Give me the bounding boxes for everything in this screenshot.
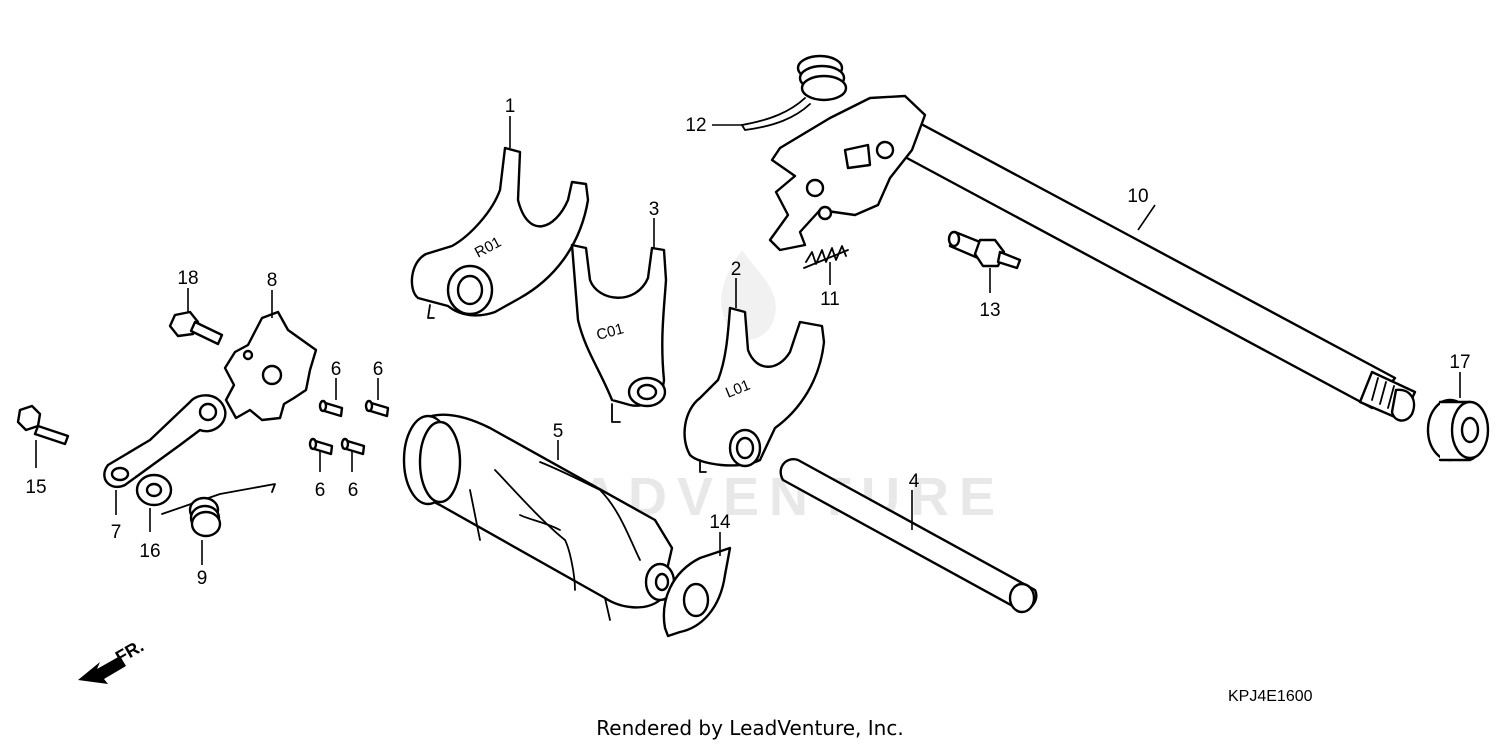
front-direction-arrow: FR. bbox=[78, 636, 147, 684]
diagram-code: KPJ4E1600 bbox=[1228, 688, 1313, 705]
callout-16[interactable]: 16 bbox=[139, 541, 160, 562]
part-6-dowel-pin-d[interactable] bbox=[340, 437, 366, 456]
part-11-spring[interactable] bbox=[803, 245, 849, 269]
callout-3[interactable]: 3 bbox=[649, 199, 660, 220]
callout-leaders bbox=[35, 116, 1461, 565]
callout-2[interactable]: 2 bbox=[731, 259, 742, 280]
callout-11[interactable]: 11 bbox=[820, 289, 840, 310]
part-17-oil-seal[interactable] bbox=[1426, 398, 1490, 462]
part-13-stopper-pin[interactable] bbox=[947, 230, 1022, 270]
callout-13[interactable]: 13 bbox=[979, 300, 1000, 321]
part-12-return-spring[interactable] bbox=[741, 54, 848, 131]
part-7-drum-stopper-arm[interactable] bbox=[103, 394, 227, 488]
part-5-shift-drum[interactable] bbox=[402, 413, 676, 621]
part-6-dowel-pin-a[interactable] bbox=[318, 399, 344, 418]
part-2-shift-fork-l[interactable]: L01 bbox=[683, 306, 826, 473]
svg-text:C01: C01 bbox=[595, 320, 626, 344]
callout-numbers: 1 2 3 4 5 6 6 6 6 7 8 9 10 11 12 13 14 1… bbox=[25, 96, 1470, 589]
part-6-dowel-pin-b[interactable] bbox=[364, 399, 390, 418]
callout-7[interactable]: 7 bbox=[111, 522, 122, 543]
part-10-gearshift-spindle[interactable] bbox=[768, 94, 1417, 422]
part-6-dowel-pin-c[interactable] bbox=[308, 437, 334, 456]
part-8-drum-center-plate[interactable] bbox=[223, 310, 318, 422]
part-16-washer[interactable] bbox=[135, 473, 173, 507]
callout-5[interactable]: 5 bbox=[553, 421, 564, 442]
part-1-shift-fork-r[interactable]: R01 bbox=[410, 146, 590, 319]
callout-1[interactable]: 1 bbox=[505, 96, 516, 117]
callout-18[interactable]: 18 bbox=[177, 268, 198, 289]
callout-10[interactable]: 10 bbox=[1127, 186, 1148, 207]
callout-4[interactable]: 4 bbox=[909, 471, 920, 492]
callout-6d[interactable]: 6 bbox=[348, 480, 359, 501]
callout-17[interactable]: 17 bbox=[1449, 352, 1470, 373]
callout-15[interactable]: 15 bbox=[25, 477, 46, 498]
callout-6c[interactable]: 6 bbox=[315, 480, 326, 501]
part-9-stopper-spring[interactable] bbox=[161, 483, 276, 538]
callout-12[interactable]: 12 bbox=[685, 115, 706, 136]
part-4-fork-shaft[interactable] bbox=[779, 458, 1038, 614]
callout-6b[interactable]: 6 bbox=[373, 359, 384, 380]
callout-8[interactable]: 8 bbox=[267, 270, 278, 291]
part-18-bolt[interactable] bbox=[168, 310, 224, 346]
render-credit-footer: Rendered by LeadVenture, Inc. bbox=[596, 716, 904, 740]
callout-6a[interactable]: 6 bbox=[331, 359, 342, 380]
part-3-shift-fork-c[interactable]: C01 bbox=[570, 243, 668, 423]
part-15-bolt[interactable] bbox=[16, 404, 70, 446]
callout-14[interactable]: 14 bbox=[709, 512, 731, 533]
part-14-drum-stopper-plate[interactable] bbox=[662, 546, 732, 638]
callout-9[interactable]: 9 bbox=[197, 568, 208, 589]
